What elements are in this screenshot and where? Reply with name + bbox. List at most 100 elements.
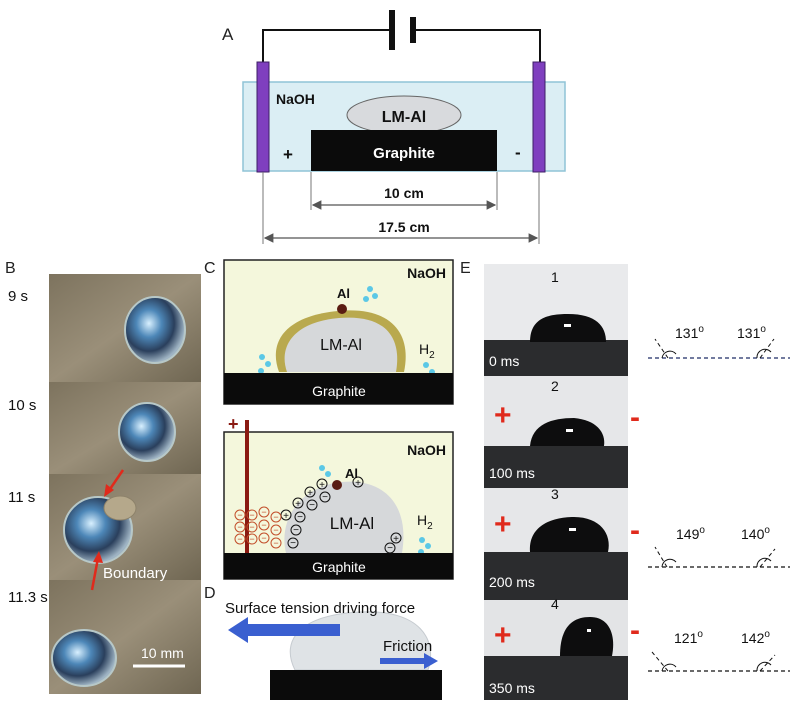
boundary-label: Boundary xyxy=(103,565,168,582)
sequence-index-4: 4 xyxy=(551,596,559,612)
sequence-highlight-2 xyxy=(566,429,573,432)
panel-b-letter: B xyxy=(5,260,16,277)
force-label: Surface tension driving force xyxy=(225,600,415,617)
right-wire xyxy=(413,29,541,62)
dim-label-outer: 17.5 cm xyxy=(378,219,429,235)
panel-e-letter: E xyxy=(460,260,471,277)
sequence-plus-2: + xyxy=(494,399,512,432)
graphite-plate-c-bottom xyxy=(224,553,453,579)
graphite-label-a: Graphite xyxy=(373,145,435,162)
graphite-label-c-top: Graphite xyxy=(312,383,366,399)
sequence-highlight-1 xyxy=(564,324,571,327)
svg-text:−: − xyxy=(273,538,278,548)
svg-text:−: − xyxy=(273,525,278,535)
sequence-highlight-3 xyxy=(569,528,576,531)
sequence-base-3 xyxy=(484,552,628,600)
photo-time-4: 11.3 s xyxy=(8,589,48,606)
angle-left-3: 121o xyxy=(674,629,703,646)
panel-b: B 9 s 10 s 11 s 11.3 s Boundary 10 mm xyxy=(5,260,201,694)
svg-text:−: − xyxy=(290,538,296,549)
naoh-label-c-top: NaOH xyxy=(407,265,446,281)
bubble-top-3 xyxy=(363,296,369,302)
angle-right-1: 131o xyxy=(737,324,766,341)
sequence-time-3: 200 ms xyxy=(489,574,535,590)
svg-text:−: − xyxy=(297,512,303,523)
svg-text:−: − xyxy=(261,507,266,517)
angle-sketch-2: 149o 140o xyxy=(648,525,790,568)
lm-al-label-c-top: LM-Al xyxy=(320,337,362,354)
sequence-minus-4: - xyxy=(630,614,640,647)
cathode-electrode xyxy=(532,61,546,173)
sequence-time-1: 0 ms xyxy=(489,353,519,369)
panel-a: A NaOH LM-Al Graphite + - 10 cm 17.5 cm xyxy=(222,10,566,244)
svg-text:+: + xyxy=(307,488,313,499)
photo-droplet-3-shell xyxy=(103,495,137,521)
anode-electrode xyxy=(256,61,270,173)
sequence-index-2: 2 xyxy=(551,378,559,394)
sequence-time-4: 350 ms xyxy=(489,680,535,696)
svg-text:+: + xyxy=(393,534,399,545)
photo-time-1: 9 s xyxy=(8,288,28,305)
svg-text:−: − xyxy=(309,500,315,511)
photo-time-2: 10 s xyxy=(8,397,36,414)
boundary-arrow-top-head xyxy=(104,484,114,497)
friction-arrow-head xyxy=(424,653,438,669)
panel-e: E 1 2 3 4 0 ms 100 ms 200 ms 350 ms + - … xyxy=(460,260,790,700)
anode-plus-sign: + xyxy=(283,145,293,164)
sequence-base-4 xyxy=(484,656,628,700)
naoh-label-c-bottom: NaOH xyxy=(407,442,446,458)
panel-a-letter: A xyxy=(222,25,234,44)
angle-sketch-3: 121o 142o xyxy=(648,629,790,672)
sequence-index-1: 1 xyxy=(551,269,559,285)
svg-text:−: − xyxy=(273,512,278,522)
panel-c: C NaOH LM-Al Al H2 Graphite NaOH + LM-Al… xyxy=(204,259,454,580)
lm-al-label-c-bottom: LM-Al xyxy=(330,514,374,533)
svg-text:−: − xyxy=(249,522,254,532)
al-label-c-top: Al xyxy=(337,286,350,301)
anode-charge-cloud: − − − − − − − − − − − − xyxy=(234,506,282,549)
bubble-top-4 xyxy=(259,354,265,360)
svg-text:−: − xyxy=(249,534,254,544)
lm-al-droplet-top xyxy=(284,317,398,372)
sequence-plus-4: + xyxy=(494,619,512,652)
substrate-d xyxy=(270,670,442,700)
svg-text:−: − xyxy=(322,492,328,503)
panel-c-letter: C xyxy=(204,260,216,277)
bubble-top-2 xyxy=(372,293,378,299)
sequence-droplet-3 xyxy=(529,517,609,552)
panel-d: D Surface tension driving force Friction xyxy=(204,585,442,700)
svg-text:+: + xyxy=(283,511,289,522)
angle-sketch-1: 131o 131o xyxy=(648,324,790,359)
photo-droplet-1 xyxy=(124,296,186,364)
boundary-arrow-bottom-head xyxy=(93,551,103,563)
graphite-plate-c-top xyxy=(224,373,453,404)
angle-right-3: 142o xyxy=(741,629,770,646)
h2-label-c-top: H2 xyxy=(419,341,435,361)
anode-plus-c: + xyxy=(228,414,239,434)
svg-text:−: − xyxy=(237,534,242,544)
force-arrow-head xyxy=(228,617,248,643)
sequence-minus-2: - xyxy=(630,401,640,434)
lm-al-label-a: LM-Al xyxy=(382,109,426,126)
friction-arrow-shaft xyxy=(380,658,424,664)
angle-right-2: 140o xyxy=(741,525,770,542)
bubble-bottom-3 xyxy=(419,537,425,543)
photo-droplet-4 xyxy=(51,629,117,687)
naoh-label-a: NaOH xyxy=(276,91,315,107)
sequence-droplet-1 xyxy=(530,314,606,342)
sequence-index-3: 3 xyxy=(551,486,559,502)
svg-text:−: − xyxy=(237,510,242,520)
bubble-top-5 xyxy=(265,361,271,367)
angle-left-1: 131o xyxy=(675,324,704,341)
graphite-label-c-bottom: Graphite xyxy=(312,559,366,575)
sequence-time-2: 100 ms xyxy=(489,465,535,481)
bubble-bottom-4 xyxy=(425,543,431,549)
bubble-bottom-1 xyxy=(319,465,325,471)
dim-label-inner: 10 cm xyxy=(384,185,424,201)
photo-droplet-2 xyxy=(118,402,176,462)
svg-text:−: − xyxy=(293,525,299,536)
angle-left-2: 149o xyxy=(676,525,705,542)
sequence-droplet-4 xyxy=(560,617,614,656)
force-arrow-shaft xyxy=(246,624,340,636)
svg-text:−: − xyxy=(261,520,266,530)
